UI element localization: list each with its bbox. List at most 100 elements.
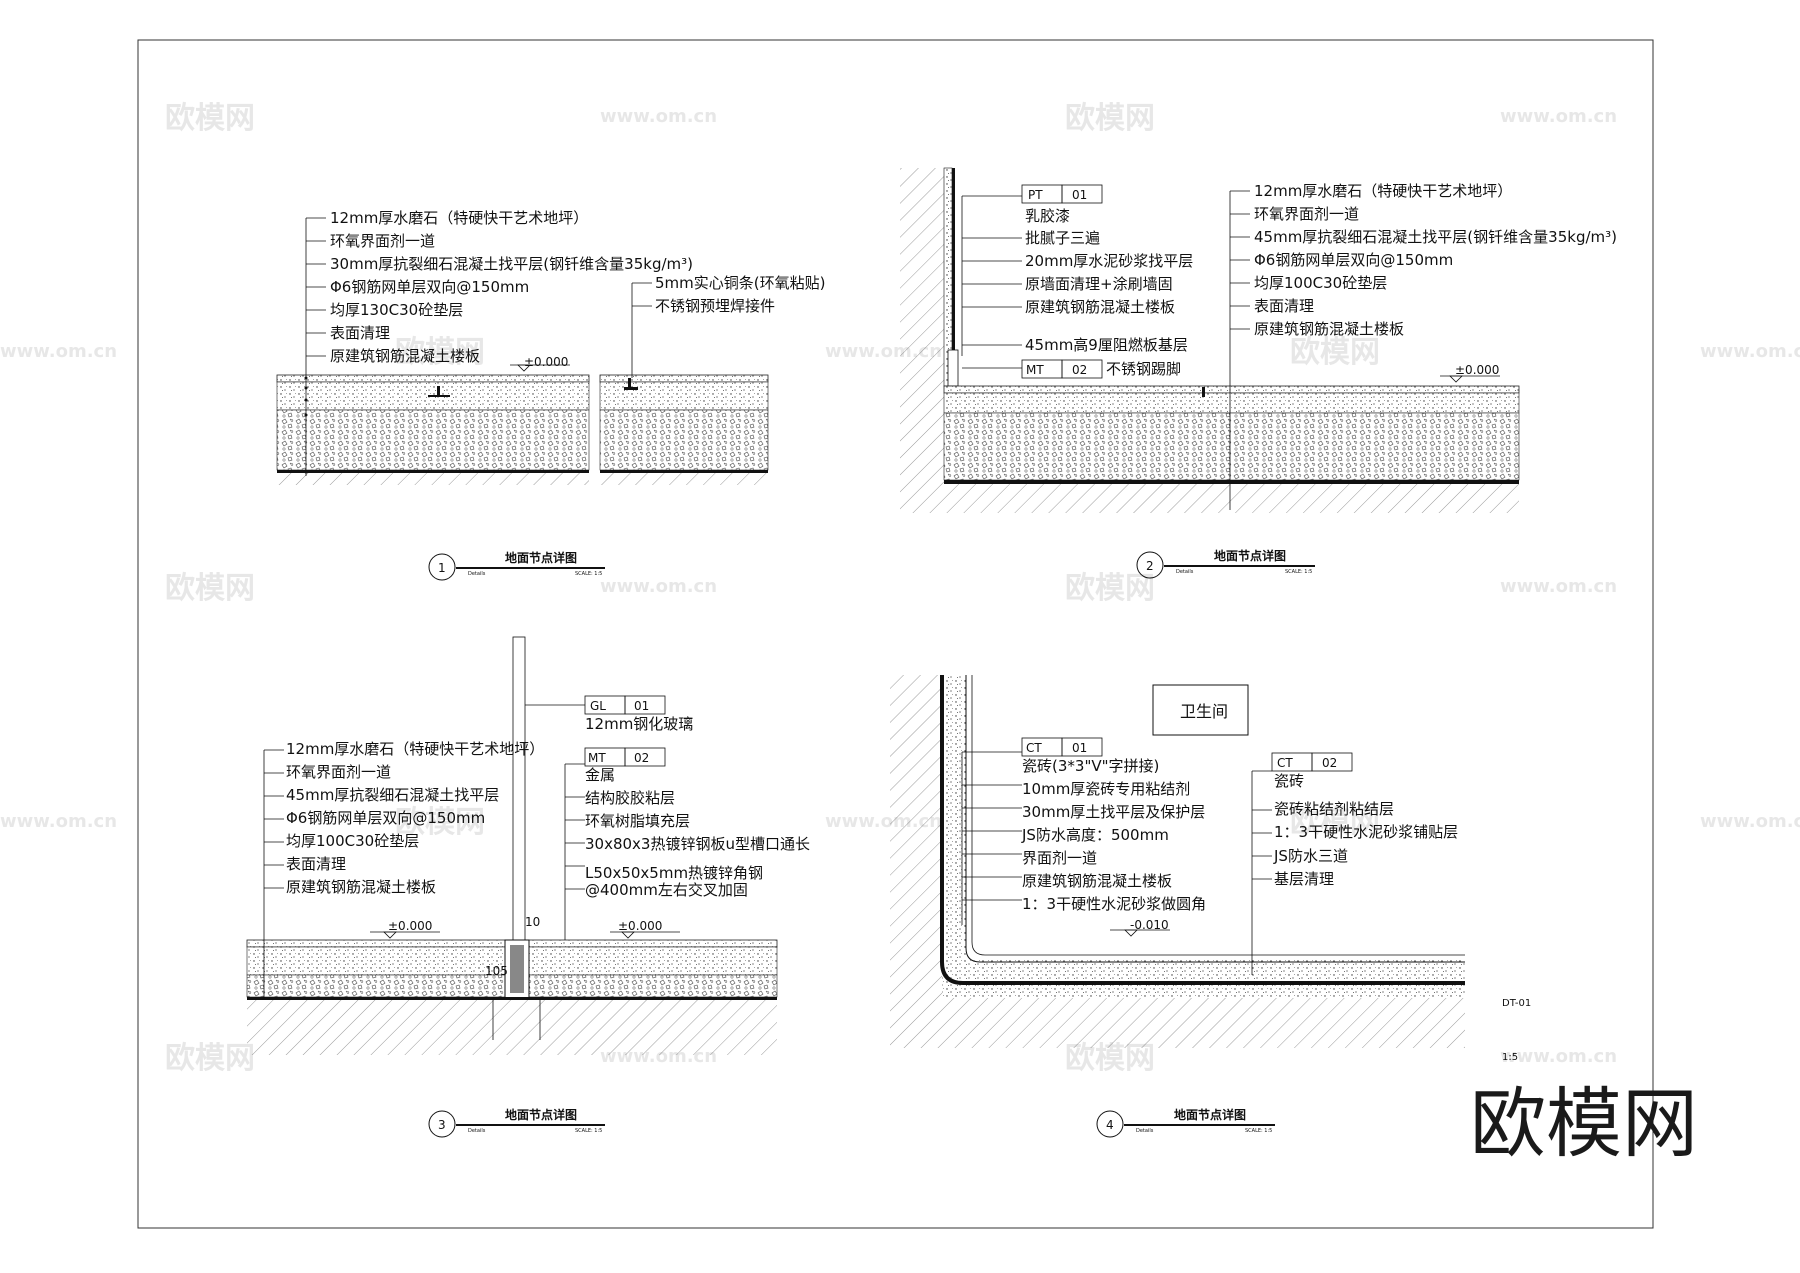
watermark-site: www.om.cn (0, 811, 117, 832)
layer-label: JS防水高度：500mm (1021, 826, 1169, 844)
glass-label: 12mm钢化玻璃 (585, 715, 693, 733)
detail-sub: Details (468, 1128, 486, 1134)
mt-tag: MT 02 (584, 747, 666, 767)
watermark-site: www.om.cn (1500, 1046, 1617, 1067)
layer-label: 环氧树脂填充层 (585, 812, 690, 830)
elevation-mark: ±0.000 (388, 919, 432, 933)
layer-label: 10mm厚瓷砖专用粘结剂 (1022, 780, 1190, 798)
ct2-tag: CT 02 (1271, 752, 1353, 772)
layer-label: 原建筑钢筋混凝土楼板 (286, 878, 436, 896)
elevation-mark: ±0.000 (524, 355, 568, 369)
room-label: 卫生间 (1180, 702, 1228, 721)
layer-label: 环氧界面剂一道 (1254, 205, 1359, 223)
floor-section-right (599, 374, 769, 485)
detail-2: PT 01 乳胶漆 批腻子三遍 20mm厚水泥砂浆找平层 原墙面清理+涂刷墙固 … (900, 167, 1617, 579)
layer-label: 30mm厚抗裂细石混凝土找平层(钢钎维含量35kg/m³) (330, 255, 693, 273)
detail-1: 12mm厚水磨石（特硬快干艺术地坪） 环氧界面剂一道 30mm厚抗裂细石混凝土找… (276, 209, 825, 581)
detail-title-3: 3 地面节点详图 Details SCALE: 1:5 (428, 1107, 605, 1138)
pt-tag: PT 01 (1021, 184, 1103, 204)
layer-label: 12mm厚水磨石（特硬快干艺术地坪） (1254, 182, 1512, 200)
layer-label: 1：3干硬性水泥砂浆做圆角 (1022, 895, 1206, 913)
layer-label: 45mm厚抗裂细石混凝土找平层(钢钎维含量35kg/m³) (1254, 228, 1617, 246)
layer-label: 1：3干硬性水泥砂浆铺贴层 (1274, 823, 1458, 841)
kick-label: 不锈钢踢脚 (1106, 360, 1181, 378)
layer-label: 12mm厚水磨石（特硬快干艺术地坪） (286, 740, 544, 758)
layer-label: 表面清理 (286, 855, 346, 873)
tag-num: 02 (1072, 363, 1087, 377)
layer-label: 均厚130C30砼垫层 (330, 301, 463, 319)
detail-number: 2 (1146, 559, 1154, 573)
sheet-code: DT-01 (1502, 998, 1531, 1009)
detail-3: 10 105 GL 01 (246, 636, 810, 1138)
detail-scale: SCALE: 1:5 (1245, 1128, 1272, 1134)
layer-label: 原建筑钢筋混凝土楼板 (1022, 872, 1172, 890)
layer-label: 环氧界面剂一道 (286, 763, 391, 781)
layer-label: L50x50x5mm热镀锌角钢 (585, 864, 763, 882)
layer-label: Φ6钢筋网单层双向@150mm (286, 809, 485, 827)
tag-num: 01 (1072, 741, 1087, 755)
layer-label: 瓷砖(3*3"V"字拼接) (1022, 757, 1159, 775)
layer-label: Φ6钢筋网单层双向@150mm (1254, 251, 1453, 269)
layer-label: 基层清理 (1274, 870, 1334, 888)
layer-label: @400mm左右交叉加固 (585, 881, 748, 899)
tag-code: CT (1277, 756, 1293, 770)
watermark-brand: 欧模网 (395, 335, 485, 370)
layer-label: 表面清理 (1254, 297, 1314, 315)
watermark-site: www.om.cn (0, 341, 117, 362)
layer-label: 结构胶胶粘层 (585, 789, 675, 807)
detail-title-2: 2 地面节点详图 Details SCALE: 1:5 (1136, 548, 1315, 579)
layer-label: JS防水三道 (1273, 847, 1348, 865)
watermark-site: www.om.cn (600, 576, 717, 597)
watermark-site: www.om.cn (600, 106, 717, 127)
layer-label: 均厚100C30砼垫层 (286, 832, 419, 850)
layer-label: 原建筑钢筋混凝土楼板 (1025, 298, 1175, 316)
detail-name: 地面节点详图 (505, 1107, 577, 1122)
layer-label: 45mm高9厘阻燃板基层 (1025, 336, 1188, 354)
layer-label: 金属 (585, 766, 615, 784)
detail-title-4: 4 地面节点详图 Details SCALE: 1:5 (1096, 1107, 1275, 1138)
watermark-site: www.om.cn (1500, 576, 1617, 597)
detail-name: 地面节点详图 (1174, 1107, 1246, 1122)
watermark-site: www.om.cn (1500, 106, 1617, 127)
watermark-brand: 欧模网 (1290, 335, 1380, 370)
layer-label: 环氧界面剂一道 (330, 232, 435, 250)
tag-num: 01 (1072, 188, 1087, 202)
tick-marks (304, 376, 308, 474)
layer-label: 原墙面清理+涂刷墙固 (1025, 275, 1173, 293)
leader-lines (961, 751, 1272, 975)
ct1-tag: CT 01 (1021, 737, 1103, 757)
gl-tag: GL 01 (584, 695, 666, 715)
strip-label: 5mm实心铜条(环氧粘贴) (655, 274, 825, 292)
tag-code: CT (1026, 741, 1042, 755)
detail-scale: SCALE: 1:5 (575, 1128, 602, 1134)
detail-sub: Details (1176, 569, 1194, 575)
layer-label: 表面清理 (330, 324, 390, 342)
mt-tag: MT 02 不锈钢踢脚 (1021, 359, 1181, 379)
detail-number: 4 (1106, 1118, 1114, 1132)
tag-code: MT (588, 751, 606, 765)
detail-number: 1 (438, 561, 446, 575)
watermark-brand: 欧模网 (165, 571, 255, 606)
elevation-mark: ±0.000 (618, 919, 662, 933)
leader-lines (263, 704, 680, 1000)
floor-section (943, 385, 1520, 513)
detail-name: 地面节点详图 (505, 550, 577, 565)
dim-label: 105 (485, 964, 508, 978)
layer-label: 界面剂一道 (1022, 849, 1097, 867)
elevation-mark: ±0.000 (1455, 363, 1499, 377)
layer-label: 45mm厚抗裂细石混凝土找平层 (286, 786, 499, 804)
layer-label: 30mm厚土找平层及保护层 (1022, 803, 1205, 821)
detail-title-1: 1 地面节点详图 Details SCALE: 1:5 (428, 550, 605, 581)
tag-code: MT (1026, 363, 1044, 377)
layer-label: 30x80x3热镀锌钢板u型槽口通长 (585, 835, 810, 853)
tag-code: GL (590, 699, 606, 713)
layer-label: 20mm厚水泥砂浆找平层 (1025, 252, 1193, 270)
detail-4: 卫生间 CT 01 瓷砖(3*3"V"字拼接) 10mm厚瓷砖专用粘 (890, 675, 1465, 1138)
detail-number: 3 (438, 1118, 446, 1132)
floor-section-left (276, 374, 590, 485)
brand-logo: 欧模网 (1470, 1079, 1698, 1168)
tag-num: 02 (1322, 756, 1337, 770)
tag-num: 02 (634, 751, 649, 765)
tag-code: PT (1028, 188, 1043, 202)
